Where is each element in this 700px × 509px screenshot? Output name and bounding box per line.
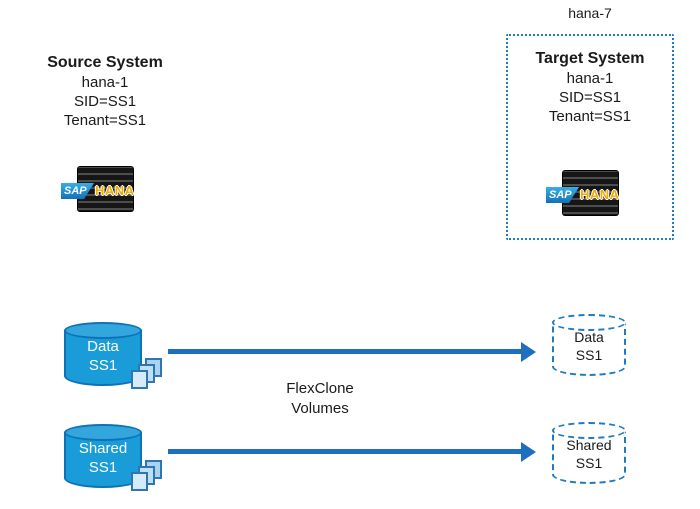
source-shared-volume-cylinder: Shared SS1 bbox=[64, 424, 142, 488]
target-system-box: Target System hana-1 SID=SS1 Tenant=SS1 bbox=[506, 34, 674, 240]
target-group-label: hana-7 bbox=[568, 5, 612, 21]
target-system-title: Target System bbox=[535, 50, 645, 67]
sap-logo-icon: SAP bbox=[546, 187, 579, 203]
source-data-volume-cylinder: Data SS1 bbox=[64, 322, 142, 386]
source-system-sid: SID=SS1 bbox=[73, 93, 137, 110]
hana-wordmark: HANA bbox=[580, 187, 620, 202]
target-system-tenant: Tenant=SS1 bbox=[548, 108, 632, 125]
source-system-block: Source System hana-1 SID=SS1 Tenant=SS1 bbox=[20, 52, 190, 130]
flexclone-arrow-shared bbox=[168, 449, 521, 454]
hana-wordmark: HANA bbox=[95, 183, 135, 198]
flexclone-label: FlexClone Volumes bbox=[286, 380, 354, 417]
flexclone-arrow-data bbox=[168, 349, 521, 354]
clone-stack-icon bbox=[124, 358, 162, 394]
volume-label: Data SS1 bbox=[574, 329, 604, 363]
volume-label: Data SS1 bbox=[87, 338, 119, 374]
source-sap-hana-logo: SAP HANA bbox=[61, 166, 149, 214]
target-shared-volume-cylinder: Shared SS1 bbox=[552, 422, 626, 484]
target-data-volume-cylinder: Data SS1 bbox=[552, 314, 626, 376]
source-system-title: Source System bbox=[47, 54, 163, 71]
clone-stack-icon bbox=[124, 460, 162, 496]
target-system-sid: SID=SS1 bbox=[558, 89, 622, 106]
volume-label: Shared SS1 bbox=[566, 437, 612, 471]
source-system-host: hana-1 bbox=[81, 74, 129, 91]
volume-label: Shared SS1 bbox=[78, 440, 128, 476]
source-system-tenant: Tenant=SS1 bbox=[63, 112, 147, 129]
target-sap-hana-logo: SAP HANA bbox=[546, 170, 634, 218]
sap-logo-icon: SAP bbox=[61, 183, 94, 199]
target-system-host: hana-1 bbox=[566, 70, 614, 87]
